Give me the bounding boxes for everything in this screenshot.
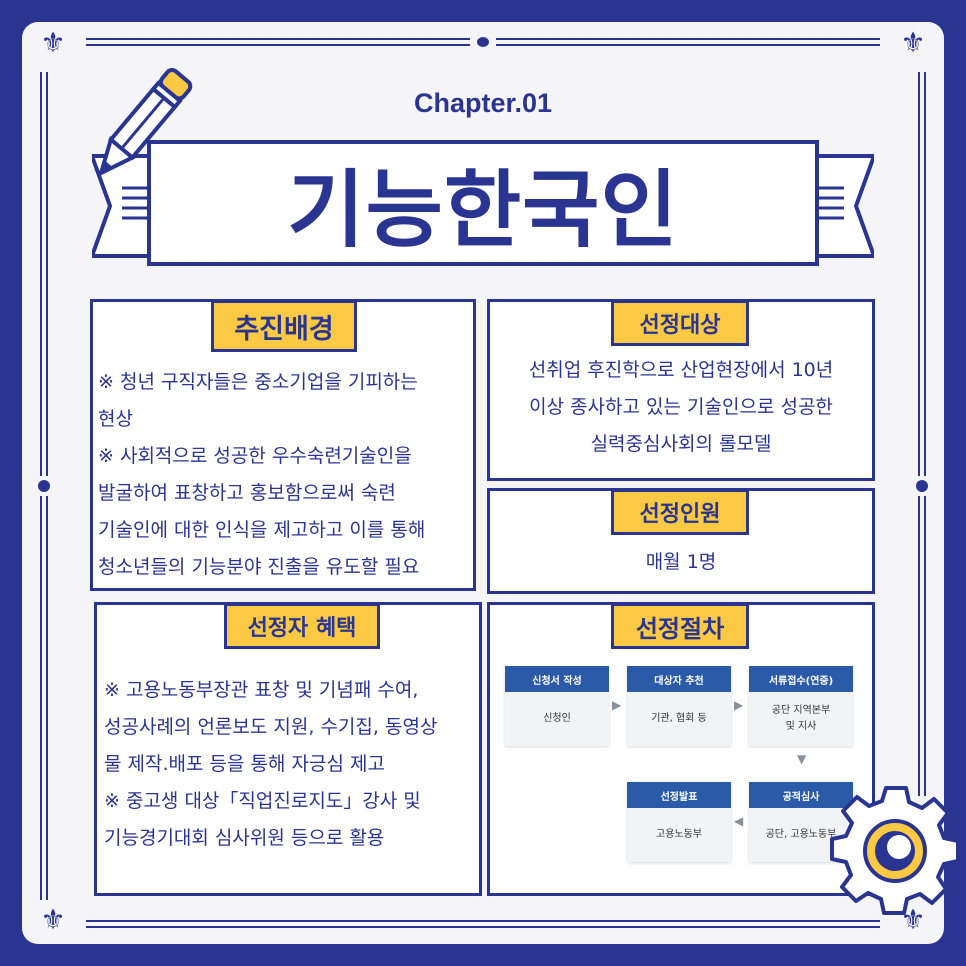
benefit-line: ※ 고용노동부장관 표창 및 기념패 수여, bbox=[104, 679, 419, 701]
step-head: 공적심사 bbox=[749, 782, 853, 808]
step-head: 대상자 추천 bbox=[627, 666, 731, 692]
target-panel bbox=[487, 299, 875, 481]
step-body: 신청인 bbox=[505, 692, 609, 746]
background-line: 현상 bbox=[98, 408, 133, 430]
benefit-text: ※ 고용노동부장관 표창 및 기념패 수여, 성공사례의 언론보도 지원, 수기… bbox=[104, 672, 482, 857]
background-line: ※ 사회적으로 성공한 우수숙련기술인을 bbox=[98, 445, 412, 467]
step-body: 기관, 협회 등 bbox=[627, 692, 731, 746]
background-line: 기술인에 대한 인식을 제고하고 이를 통해 bbox=[98, 519, 426, 541]
step-body-line: 및 지사 bbox=[785, 721, 817, 732]
right-ornament bbox=[916, 480, 928, 492]
top-border-line bbox=[86, 44, 470, 46]
bottom-border-line bbox=[86, 926, 880, 928]
benefit-panel bbox=[94, 602, 482, 896]
arrow-left-icon: ◀ bbox=[734, 814, 744, 828]
target-text: 선취업 후진학으로 산업현장에서 10년 이상 종사하고 있는 기술인으로 성공… bbox=[490, 352, 872, 463]
benefit-line: 성공사례의 언론보도 지원, 수기집, 동영상 bbox=[104, 716, 438, 738]
right-border-line bbox=[924, 496, 926, 796]
benefit-tag: 선정자 혜택 bbox=[224, 603, 380, 649]
step-receipt: 서류접수(연중) 공단 지역본부 및 지사 bbox=[749, 666, 853, 746]
fleur-de-lis-icon: ⚜ bbox=[40, 26, 66, 59]
left-border-line bbox=[46, 72, 48, 476]
step-head: 선정발표 bbox=[627, 782, 731, 808]
arrow-down-icon: ▼ bbox=[797, 752, 807, 766]
background-tag: 추진배경 bbox=[211, 300, 357, 352]
background-line: 청소년들의 기능분야 진출을 유도할 필요 bbox=[98, 556, 420, 578]
background-line: ※ 청년 구직자들은 중소기업을 기피하는 bbox=[98, 371, 418, 393]
step-apply: 신청서 작성 신청인 bbox=[505, 666, 609, 746]
count-text: 매월 1명 bbox=[645, 551, 717, 573]
right-border-line bbox=[918, 72, 920, 476]
background-panel bbox=[90, 299, 476, 591]
target-tag: 선정대상 bbox=[611, 300, 749, 346]
step-body-line: 공단 지역본부 bbox=[771, 705, 831, 716]
target-line: 실력중심사회의 롤모델 bbox=[590, 433, 772, 455]
step-recommend: 대상자 추천 기관, 협회 등 bbox=[627, 666, 731, 746]
step-head: 신청서 작성 bbox=[505, 666, 609, 692]
top-ornament bbox=[477, 37, 489, 47]
target-line: 선취업 후진학으로 산업현장에서 10년 bbox=[528, 359, 834, 381]
background-line: 발굴하여 표창하고 홍보함으로써 숙련 bbox=[98, 482, 396, 504]
page-title: 기능한국인 bbox=[287, 160, 679, 259]
arrow-right-icon: ▶ bbox=[612, 698, 622, 712]
gear-icon bbox=[830, 786, 960, 915]
procedure-tag: 선정절차 bbox=[611, 603, 749, 649]
step-body: 고용노동부 bbox=[627, 808, 731, 862]
count-tag: 선정인원 bbox=[611, 489, 749, 535]
top-border-line bbox=[496, 38, 880, 40]
background-text: ※ 청년 구직자들은 중소기업을 기피하는 현상 ※ 사회적으로 성공한 우수숙… bbox=[98, 364, 474, 586]
step-head: 서류접수(연중) bbox=[749, 666, 853, 692]
benefit-line: 물 제작.배포 등을 통해 자긍심 제고 bbox=[104, 753, 385, 775]
target-line: 이상 종사하고 있는 기술인으로 성공한 bbox=[529, 396, 833, 418]
top-border-line bbox=[86, 38, 470, 40]
title-box: 기능한국인 bbox=[147, 140, 819, 266]
right-border-line bbox=[918, 496, 920, 796]
chapter-label: Chapter.01 bbox=[413, 88, 553, 118]
title-banner: 기능한국인 bbox=[92, 140, 874, 270]
bottom-border-line bbox=[86, 920, 880, 922]
arrow-right-icon: ▶ bbox=[734, 698, 744, 712]
banner-ribbon bbox=[92, 154, 874, 258]
left-border-line bbox=[40, 72, 42, 476]
pencil-icon bbox=[97, 68, 193, 177]
left-ornament bbox=[38, 480, 50, 492]
step-body: 공단 지역본부 및 지사 bbox=[749, 692, 853, 746]
fleur-de-lis-icon: ⚜ bbox=[40, 903, 66, 936]
left-border-line bbox=[46, 496, 48, 900]
benefit-line: 기능경기대회 심사위원 등으로 활용 bbox=[104, 827, 385, 849]
right-border-line bbox=[924, 72, 926, 476]
top-border-line bbox=[496, 44, 880, 46]
fleur-de-lis-icon: ⚜ bbox=[900, 26, 926, 59]
step-announce: 선정발표 고용노동부 bbox=[627, 782, 731, 862]
benefit-line: ※ 중고생 대상「직업진로지도」강사 및 bbox=[104, 790, 421, 812]
left-border-line bbox=[40, 496, 42, 900]
